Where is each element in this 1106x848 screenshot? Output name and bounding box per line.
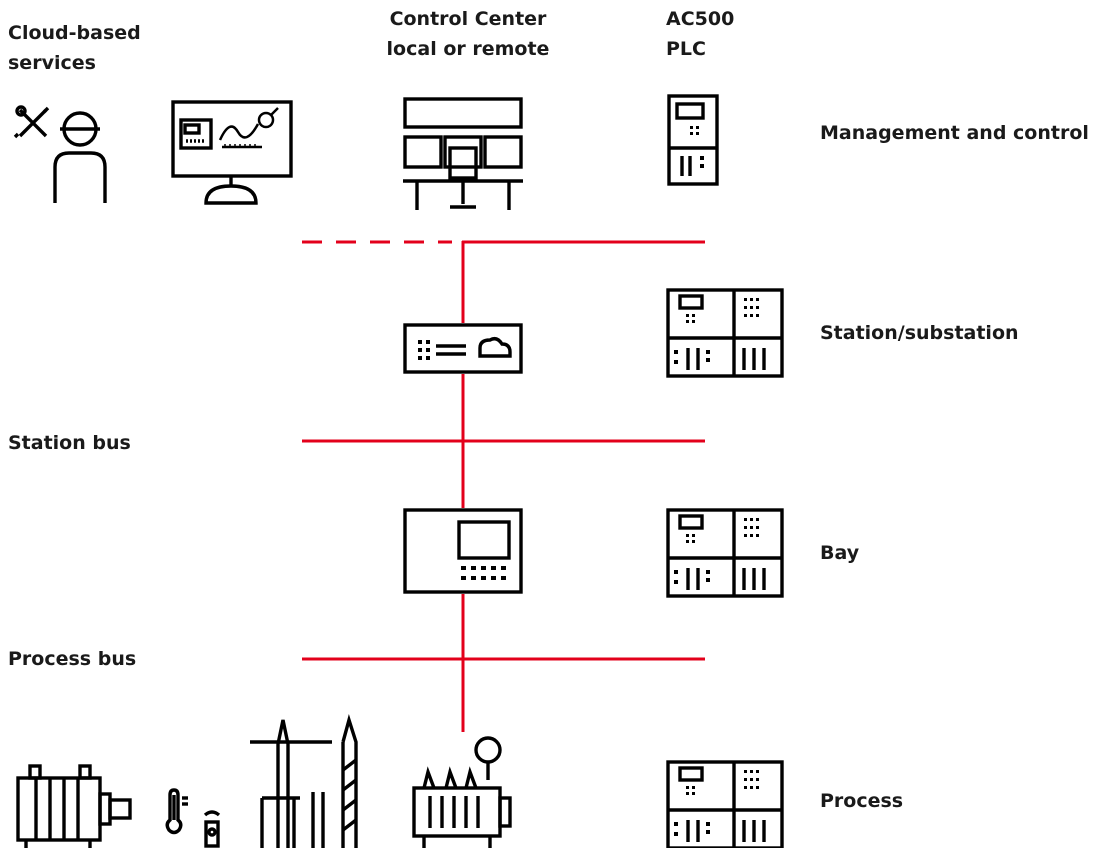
level-process-label: Process	[820, 790, 904, 812]
plc-heading: AC500 PLC	[666, 4, 734, 64]
cloud-heading-line-2: services	[8, 52, 96, 74]
control-center-heading-line-2: local or remote	[386, 38, 550, 60]
control-center-heading: Control Center local or remote	[378, 4, 558, 64]
plc-rack-process-icon	[666, 760, 784, 848]
plc-rack-bay-icon	[666, 508, 784, 598]
plc-rack-station-icon	[666, 288, 784, 378]
service-engineer-icon	[13, 105, 107, 203]
process-bus-label: Process bus	[8, 648, 137, 670]
cloud-services-heading: Cloud-based services	[8, 18, 141, 78]
level-management-label: Management and control	[820, 122, 1089, 144]
control-center-heading-line-1: Control Center	[389, 8, 547, 30]
transformer-icon	[412, 736, 512, 848]
control-desk-icon	[403, 97, 523, 210]
plc-heading-line-1: AC500	[666, 8, 735, 30]
network-lines	[302, 240, 705, 732]
level-bay-label: Bay	[820, 542, 860, 564]
temperature-sensor-icon	[165, 788, 221, 848]
station-bus-label: Station bus	[8, 432, 131, 454]
cloud-heading-line-1: Cloud-based	[8, 22, 141, 44]
motor-icon	[16, 764, 132, 848]
network-switch-icon	[403, 323, 523, 374]
protection-relay-icon	[403, 508, 523, 594]
plc-heading-line-2: PLC	[666, 38, 706, 60]
plc-module-icon	[667, 94, 719, 186]
level-station-label: Station/substation	[820, 322, 1019, 344]
transmission-tower-icon	[250, 713, 358, 848]
monitoring-display-icon	[171, 100, 293, 205]
